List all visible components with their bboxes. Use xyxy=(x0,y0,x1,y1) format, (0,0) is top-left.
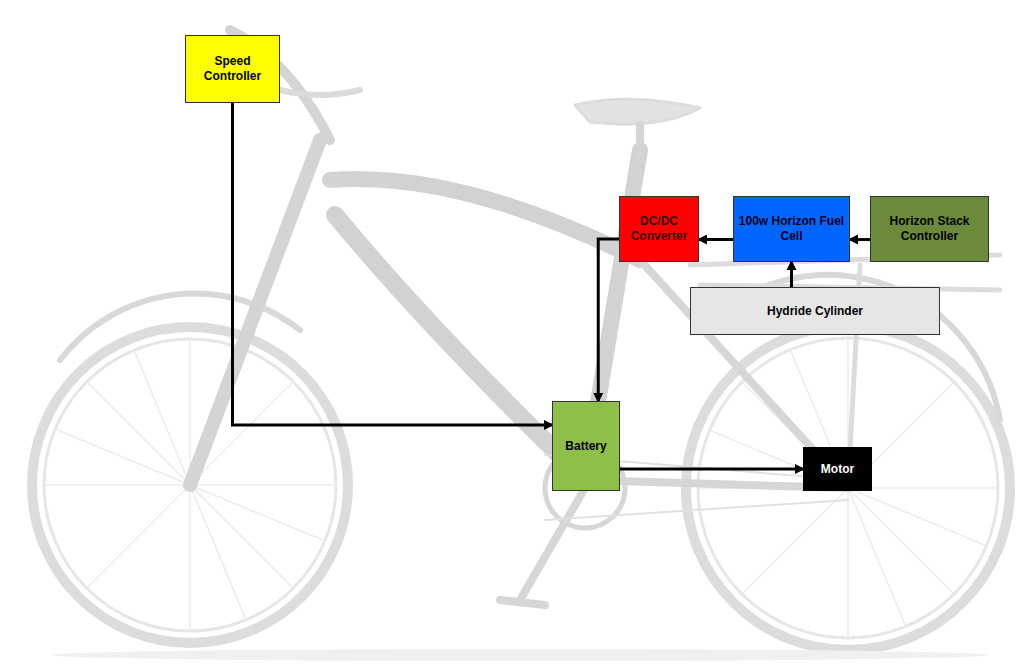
node-label: 100w Horizon Fuel Cell xyxy=(734,212,849,246)
controller-box: Speed Controller xyxy=(185,35,280,103)
controller-box: Horizon Stack Controller xyxy=(870,196,989,262)
flow-arrow xyxy=(850,238,870,241)
node-label: Speed Controller xyxy=(186,52,279,86)
flow-arrow xyxy=(790,262,793,287)
flow-arrow xyxy=(620,468,803,471)
node-label: Horizon Stack Controller xyxy=(871,212,988,246)
flow-arrow xyxy=(699,238,733,241)
node-label: DC/DC Converter xyxy=(620,212,698,246)
fuel-cell-box: 100w Horizon Fuel Cell xyxy=(733,196,850,262)
motor-box: Motor xyxy=(803,447,872,491)
flow-arrow xyxy=(598,239,619,401)
node-label: Battery xyxy=(562,437,609,456)
battery-box: Battery xyxy=(552,401,620,491)
node-label: Motor xyxy=(818,460,857,479)
node-label: Hydride Cylinder xyxy=(764,302,866,321)
flow-arrow xyxy=(233,103,553,425)
cylinder-box: Hydride Cylinder xyxy=(690,287,940,335)
converter-box: DC/DC Converter xyxy=(619,196,699,262)
